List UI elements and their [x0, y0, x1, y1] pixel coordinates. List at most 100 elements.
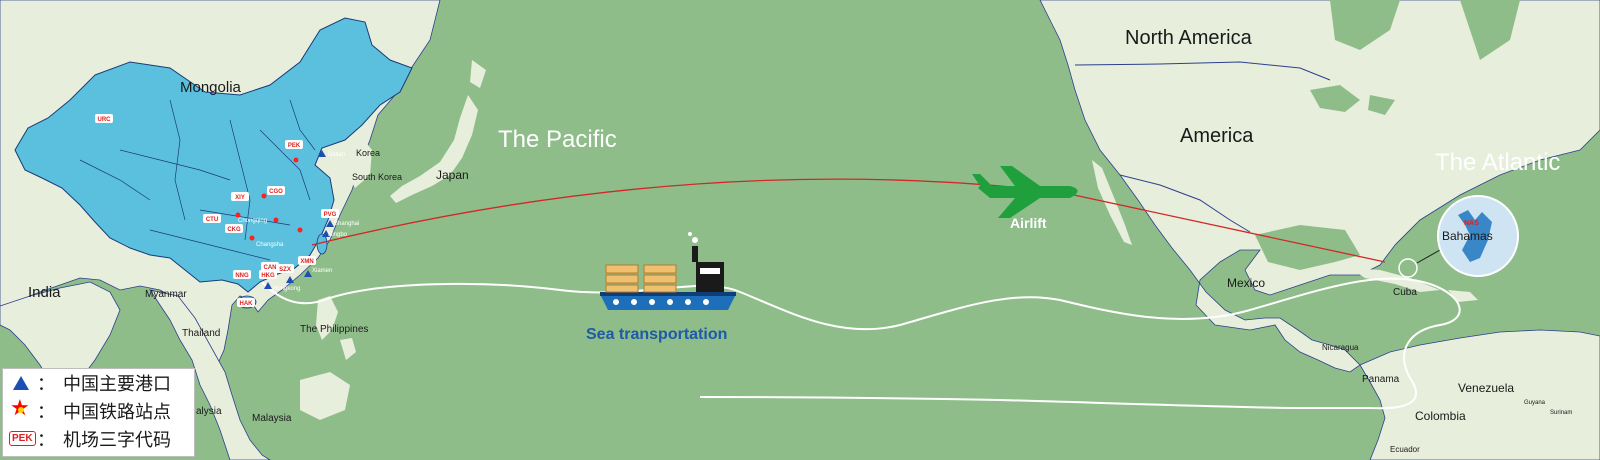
- gulf-of-mexico: [1255, 225, 1360, 270]
- label-sea-transportation: Sea transportation: [586, 326, 727, 343]
- svg-text:XMN: XMN: [300, 259, 313, 265]
- city-changsha: Changsha: [256, 242, 284, 248]
- japan-landmass: [390, 60, 486, 203]
- ship-icon: [600, 232, 736, 310]
- us-canada-border: [1074, 61, 1331, 81]
- label-america: America: [1180, 125, 1254, 147]
- arctic-water: [1330, 0, 1520, 60]
- svg-text:NNG: NNG: [235, 273, 249, 279]
- svg-text:PVG: PVG: [324, 212, 337, 218]
- legend-colon: ：: [37, 374, 55, 395]
- label-airlift: Airlift: [1010, 215, 1047, 231]
- airport-code-xmn: XMN: [298, 256, 316, 265]
- label-pacific: The Pacific: [498, 126, 617, 153]
- china-landmass: [14, 17, 413, 293]
- airport-code-ctu: CTU: [203, 214, 221, 223]
- station-markers: [235, 157, 303, 241]
- air-route: [311, 178, 1386, 263]
- bahamas-islands: [1458, 210, 1492, 262]
- plane-icon: [972, 166, 1078, 218]
- indochina-landmass: [149, 289, 271, 460]
- legend-row-ports: ： 中国主要港口: [9, 371, 171, 395]
- label-colombia: Colombia: [1415, 409, 1466, 423]
- svg-text:PEK: PEK: [288, 143, 301, 149]
- blue-triangle-icon: [9, 373, 35, 393]
- south-america-landmass: [1359, 329, 1600, 460]
- airport-code-hak: HAK: [237, 298, 255, 307]
- label-atlantic: The Atlantic: [1435, 149, 1560, 176]
- label-bahamas: Bahamas: [1442, 229, 1493, 243]
- city-dalian: Dalian: [328, 152, 345, 158]
- us-mexico-border: [1119, 174, 1251, 233]
- airport-codes: URC PEK XIY CGO PVG CTU CKG NNG CAN HKG SZX XMN HAK: [95, 114, 339, 307]
- svg-text:HKG: HKG: [261, 273, 275, 279]
- svg-text:HAK: HAK: [240, 301, 254, 307]
- legend-colon: ：: [37, 402, 55, 423]
- great-lakes: [1310, 85, 1395, 115]
- legend-text-stations: 中国铁路站点: [63, 402, 171, 423]
- label-guyana: Guyana: [1524, 400, 1546, 406]
- airport-code-ckg: CKG: [225, 224, 243, 233]
- svg-text:CAN: CAN: [264, 265, 277, 271]
- label-nicaragua: Nicaragua: [1322, 343, 1359, 352]
- airport-code-hkg: HKG: [259, 270, 277, 279]
- svg-text:URC: URC: [98, 117, 112, 123]
- airport-code-icon: PEK: [9, 429, 36, 449]
- philippines-landmass: [316, 296, 356, 360]
- label-japan: Japan: [436, 168, 469, 182]
- label-mongolia: Mongolia: [180, 79, 242, 96]
- port-markers: [264, 150, 334, 289]
- airport-code-pvg: PVG: [321, 209, 339, 218]
- baja-landmass: [1092, 160, 1132, 245]
- label-mexico: Mexico: [1227, 276, 1265, 290]
- cuba-landmass: [1350, 268, 1440, 292]
- city-ningbo: Ningbo: [328, 232, 348, 238]
- label-south-korea: South Korea: [352, 172, 402, 182]
- label-venezuela: Venezuela: [1458, 381, 1514, 395]
- bahamas-marker: [1398, 258, 1418, 278]
- city-chongqing: Chongqing: [238, 218, 267, 224]
- label-surinam: Surinam: [1550, 410, 1572, 416]
- label-ecuador: Ecuador: [1390, 445, 1420, 454]
- label-nas: NAS: [1464, 220, 1479, 227]
- label-thailand: Thailand: [182, 328, 220, 339]
- svg-text:CTU: CTU: [206, 217, 218, 223]
- label-myanmar: Myanmar: [145, 289, 187, 300]
- airport-code-cgo: CGO: [267, 186, 285, 195]
- label-philippines: The Philippines: [300, 324, 368, 335]
- legend-row-airports: PEK ： 机场三字代码: [9, 427, 171, 451]
- legend-colon: ：: [37, 430, 55, 451]
- province-borders: [79, 99, 316, 261]
- city-hongkong: Hongkong: [273, 286, 300, 292]
- label-malaysia: Malaysia: [252, 413, 292, 424]
- airport-code-szx: SZX: [276, 264, 294, 273]
- label-panama: Panama: [1362, 374, 1400, 385]
- svg-text:CKG: CKG: [227, 227, 241, 233]
- legend-text-ports: 中国主要港口: [63, 374, 171, 395]
- label-malaysia-cut: alysia: [196, 406, 222, 417]
- airport-code-xiy: XIY: [231, 192, 249, 201]
- label-cuba: Cuba: [1393, 287, 1417, 298]
- korea-landmass: [340, 135, 372, 188]
- label-korea: Korea: [356, 148, 380, 158]
- sea-route: [261, 277, 1461, 410]
- red-star-icon: ★: [9, 397, 35, 421]
- map-legend: ： 中国主要港口 ★ ： 中国铁路站点 PEK ： 机场三字代码: [2, 368, 195, 457]
- svg-text:SZX: SZX: [279, 267, 291, 273]
- legend-row-stations: ★ ： 中国铁路站点: [9, 397, 171, 424]
- svg-text:CGO: CGO: [269, 189, 283, 195]
- svg-text:XIY: XIY: [235, 195, 245, 201]
- city-shanghai: Shanghai: [334, 221, 359, 227]
- airport-code-urc: URC: [95, 114, 113, 123]
- label-north-america: North America: [1125, 27, 1253, 49]
- borneo-landmass: [300, 372, 350, 420]
- label-india: India: [28, 284, 61, 301]
- airport-code-pek: PEK: [285, 140, 303, 149]
- airport-code-can: CAN: [261, 262, 279, 271]
- city-xiamen: Xiamen: [312, 268, 332, 274]
- north-america-landmass: [1039, 0, 1600, 373]
- airport-code-nng: NNG: [233, 270, 251, 279]
- bahamas-pointer: [1416, 249, 1441, 264]
